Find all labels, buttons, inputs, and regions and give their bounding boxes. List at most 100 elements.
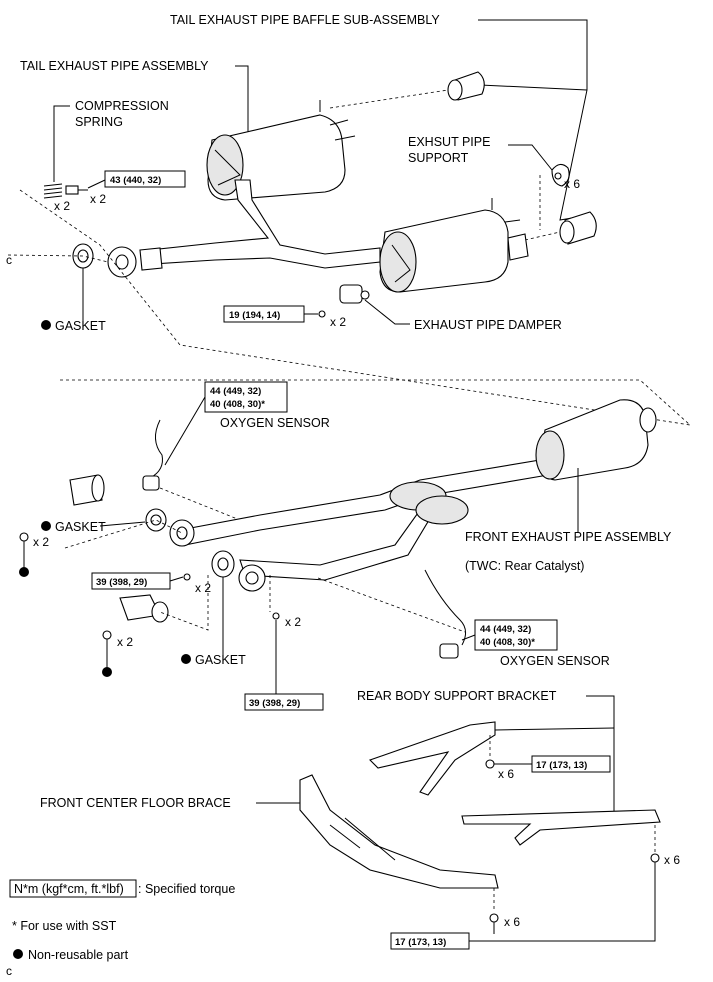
rear-body-support-bracket-lower [461,809,661,846]
label-rear-bracket: REAR BODY SUPPORT BRACKET [357,689,557,703]
legend-torque-units: N*m (kgf*cm, ft.*lbf) [14,882,124,896]
leader-rear-bracket-b [494,727,615,731]
qty-spring: x 2 [54,199,70,213]
label-front-brace: FRONT CENTER FLOOR BRACE [40,796,231,810]
compression-spring [43,183,88,199]
nonreusable-mark-gasket-top [41,320,51,330]
torque-box-brace [390,932,470,950]
corner-mark: c [6,964,12,978]
dash-o2-top [159,487,241,521]
legend-torque-desc: : Specified torque [138,882,235,896]
mark-c-top: c [6,253,12,267]
leader-gasket-mid [99,521,146,527]
leader-o2-top [164,396,206,466]
front-center-floor-brace [299,774,499,889]
torque-bracket-bolt: 17 (173, 13) [536,760,587,771]
baffle-tip-bottom [559,211,597,245]
label-oxygen-sensor-bottom: OXYGEN SENSOR [500,654,610,668]
torque-box-spring [104,170,186,188]
leader-flange-left [169,576,184,582]
gasket-top [72,243,94,269]
qty-brace-right: x 6 [664,853,680,867]
qty-support: x 6 [564,177,580,191]
torque-o2-top-2: 40 (408, 30)* [210,399,265,410]
brace-bolt-bottom [489,913,499,923]
torque-flange-bottom: 39 (398, 29) [249,698,300,709]
nonreusable-mark-gasket-lower [181,654,191,664]
qty-bolt-left: x 2 [195,581,211,595]
dash-gasket-top [7,254,109,263]
qty-bracket-bolt: x 6 [498,767,514,781]
torque-spring-bolt: 43 (440, 32) [110,175,161,186]
label-exhaust-damper: EXHAUST PIPE DAMPER [414,318,562,332]
tail-pipe [107,179,381,278]
engine-pipe-lower [119,594,169,623]
label-tail-assembly: TAIL EXHAUST PIPE ASSEMBLY [20,59,209,73]
label-exhaust-support-2: SUPPORT [408,151,469,165]
damper-bolt [318,310,326,318]
nonreusable-mark-gasket-mid [41,521,51,531]
qty-nut-lower: x 2 [117,635,133,649]
torque-o2-bottom-2: 40 (408, 30)* [480,637,535,648]
gasket-mid [145,508,167,532]
label-compression-spring-1: COMPRESSION [75,99,169,113]
front-exhaust-pipe [169,399,657,592]
qty-nut-mid: x 2 [33,535,49,549]
torque-o2-bottom-1: 44 (449, 32) [480,624,531,635]
leader-rear-bracket [586,695,615,815]
torque-box-o2-bottom [474,619,558,651]
baffle-tip-top [447,71,485,101]
rear-muffler [379,198,529,293]
legend-nonreusable-mark [13,949,23,959]
exhaust-pipe-damper [339,284,370,304]
torque-brace-bolt: 17 (173, 13) [395,937,446,948]
dash-baffle-bottom [524,231,561,241]
nut-lower [102,630,112,640]
label-exhaust-support-1: EXHSUT PIPE [408,135,490,149]
leader-spring [53,105,70,182]
legend-torque-box [9,879,137,898]
torque-box-o2-top [204,381,288,413]
nonreusable-mark-nut-mid [19,567,29,577]
label-front-assembly: FRONT EXHAUST PIPE ASSEMBLY [465,530,672,544]
nonreusable-mark-nut-lower [102,667,112,677]
torque-damper-bolt: 19 (194, 14) [229,310,280,321]
bolt-left [183,573,191,581]
dash-gasket-mid [64,519,183,549]
leader-spring-torque [87,179,106,189]
leader-brace-right [462,862,656,942]
leader-tail-baffle-b [479,84,588,91]
label-tail-baffle: TAIL EXHAUST PIPE BAFFLE SUB-ASSEMBLY [170,13,440,27]
leader-tail-assembly [235,65,249,135]
bracket-bolt [485,759,495,769]
exhaust-pipe-support [551,163,570,187]
leader-damper [364,299,410,325]
legend-nonreusable: Non-reusable part [28,948,129,962]
label-gasket-top: GASKET [55,319,106,333]
oxygen-sensor-bottom [424,569,466,659]
bolt-bottom [272,612,280,620]
dash-gasket-lower [159,575,209,631]
label-compression-spring-2: SPRING [75,115,123,129]
torque-box-flange-bottom [244,693,324,711]
label-gasket-mid: GASKET [55,520,106,534]
dash-o2-bottom [317,577,466,633]
label-oxygen-sensor-top: OXYGEN SENSOR [220,416,330,430]
nut-mid [19,532,29,542]
legend-sst: * For use with SST [12,919,117,933]
gasket-lower [211,550,235,578]
leader-support [508,144,553,171]
qty-bolt-bottom: x 2 [285,615,301,629]
qty-spring-bolt: x 2 [90,192,106,206]
label-gasket-lower: GASKET [195,653,246,667]
label-twc: (TWC: Rear Catalyst) [465,559,584,573]
dash-align-top [19,189,691,426]
leader-o2-bottom [461,634,476,641]
qty-damper-bolt: x 2 [330,315,346,329]
dash-baffle-top [329,89,449,109]
torque-flange-left: 39 (398, 29) [96,577,147,588]
engine-pipe-upper [69,474,105,506]
torque-o2-top-1: 44 (449, 32) [210,386,261,397]
qty-brace-bottom: x 6 [504,915,520,929]
